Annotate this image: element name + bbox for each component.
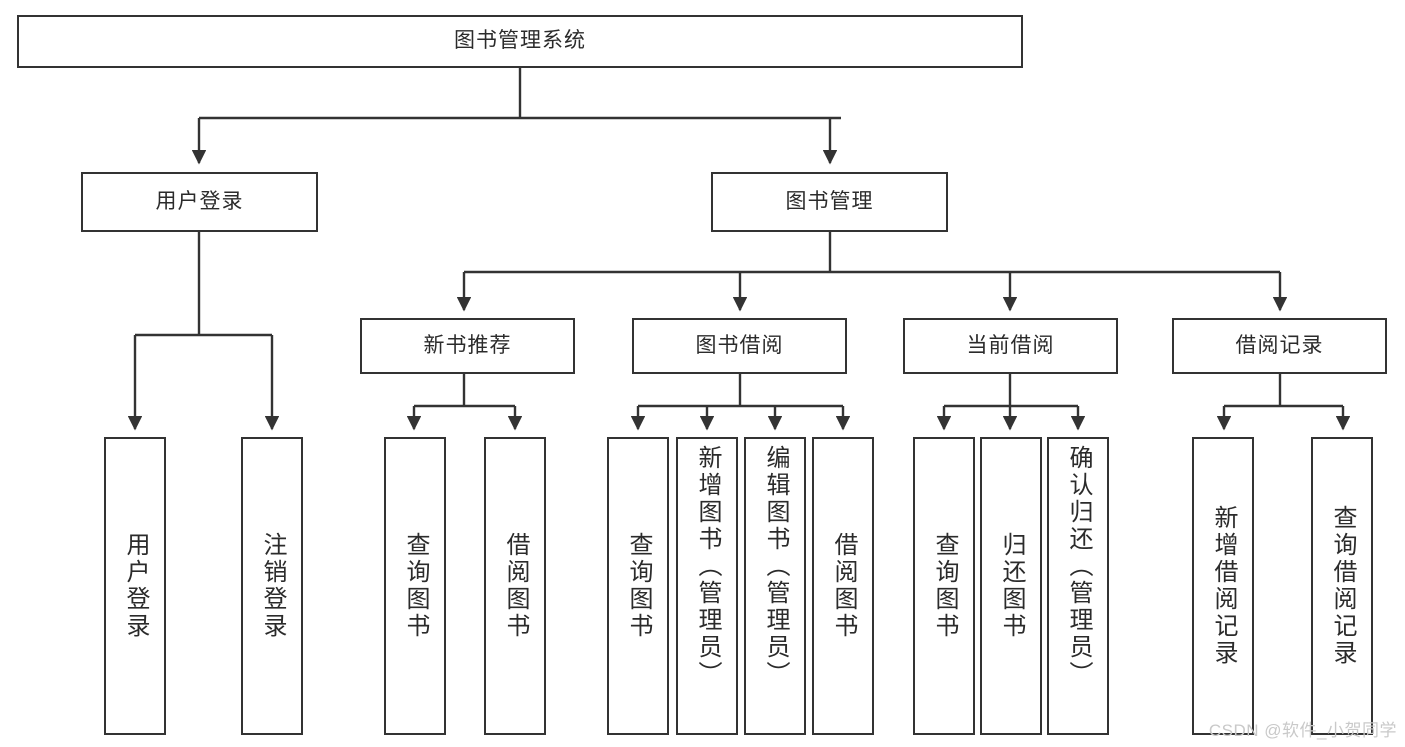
node-label: 新书推荐 (423, 333, 512, 357)
node-label: 用户登录 (122, 532, 149, 640)
node-label: 查询图书 (402, 532, 429, 640)
node-leaf-query-book-borrow[interactable]: 查询图书 (607, 437, 669, 735)
node-leaf-borrow-book[interactable]: 借阅图书 (812, 437, 874, 735)
node-user-login[interactable]: 用户登录 (81, 172, 318, 232)
node-leaf-edit-book-admin[interactable]: 编辑图书（管理员） (744, 437, 806, 735)
node-leaf-query-book-recommend[interactable]: 查询图书 (384, 437, 446, 735)
node-leaf-return-book[interactable]: 归还图书 (980, 437, 1042, 735)
node-leaf-query-borrow-record[interactable]: 查询借阅记录 (1311, 437, 1373, 735)
node-book-management[interactable]: 图书管理 (711, 172, 948, 232)
node-label: 图书管理系统 (454, 29, 586, 53)
node-label: 当前借阅 (966, 333, 1055, 357)
node-label: 归还图书 (998, 532, 1025, 640)
node-leaf-add-book-admin[interactable]: 新增图书（管理员） (676, 437, 738, 735)
node-book-borrow[interactable]: 图书借阅 (632, 318, 847, 374)
node-label: 借阅图书 (830, 532, 857, 640)
node-label: 查询图书 (625, 532, 652, 640)
node-label: 查询图书 (931, 532, 958, 640)
node-label: 查询借阅记录 (1329, 505, 1356, 667)
node-leaf-user-logout[interactable]: 注销登录 (241, 437, 303, 735)
node-leaf-query-book-current[interactable]: 查询图书 (913, 437, 975, 735)
node-label: 图书借阅 (695, 333, 784, 357)
node-leaf-confirm-return-admin[interactable]: 确认归还（管理员） (1047, 437, 1109, 735)
node-label: 用户登录 (155, 189, 244, 213)
node-root-system[interactable]: 图书管理系统 (17, 15, 1023, 68)
node-label: 确认归还（管理员） (1065, 445, 1092, 688)
node-leaf-user-login[interactable]: 用户登录 (104, 437, 166, 735)
node-borrow-record[interactable]: 借阅记录 (1172, 318, 1387, 374)
node-label: 借阅图书 (502, 532, 529, 640)
node-label: 借阅记录 (1235, 333, 1324, 357)
node-label: 注销登录 (259, 532, 286, 640)
node-leaf-borrow-book-recommend[interactable]: 借阅图书 (484, 437, 546, 735)
node-new-book-recommend[interactable]: 新书推荐 (360, 318, 575, 374)
node-label: 编辑图书（管理员） (762, 445, 789, 688)
node-label: 新增图书（管理员） (694, 445, 721, 688)
node-label: 图书管理 (785, 189, 874, 213)
node-current-borrow[interactable]: 当前借阅 (903, 318, 1118, 374)
node-leaf-add-borrow-record[interactable]: 新增借阅记录 (1192, 437, 1254, 735)
node-label: 新增借阅记录 (1210, 505, 1237, 667)
